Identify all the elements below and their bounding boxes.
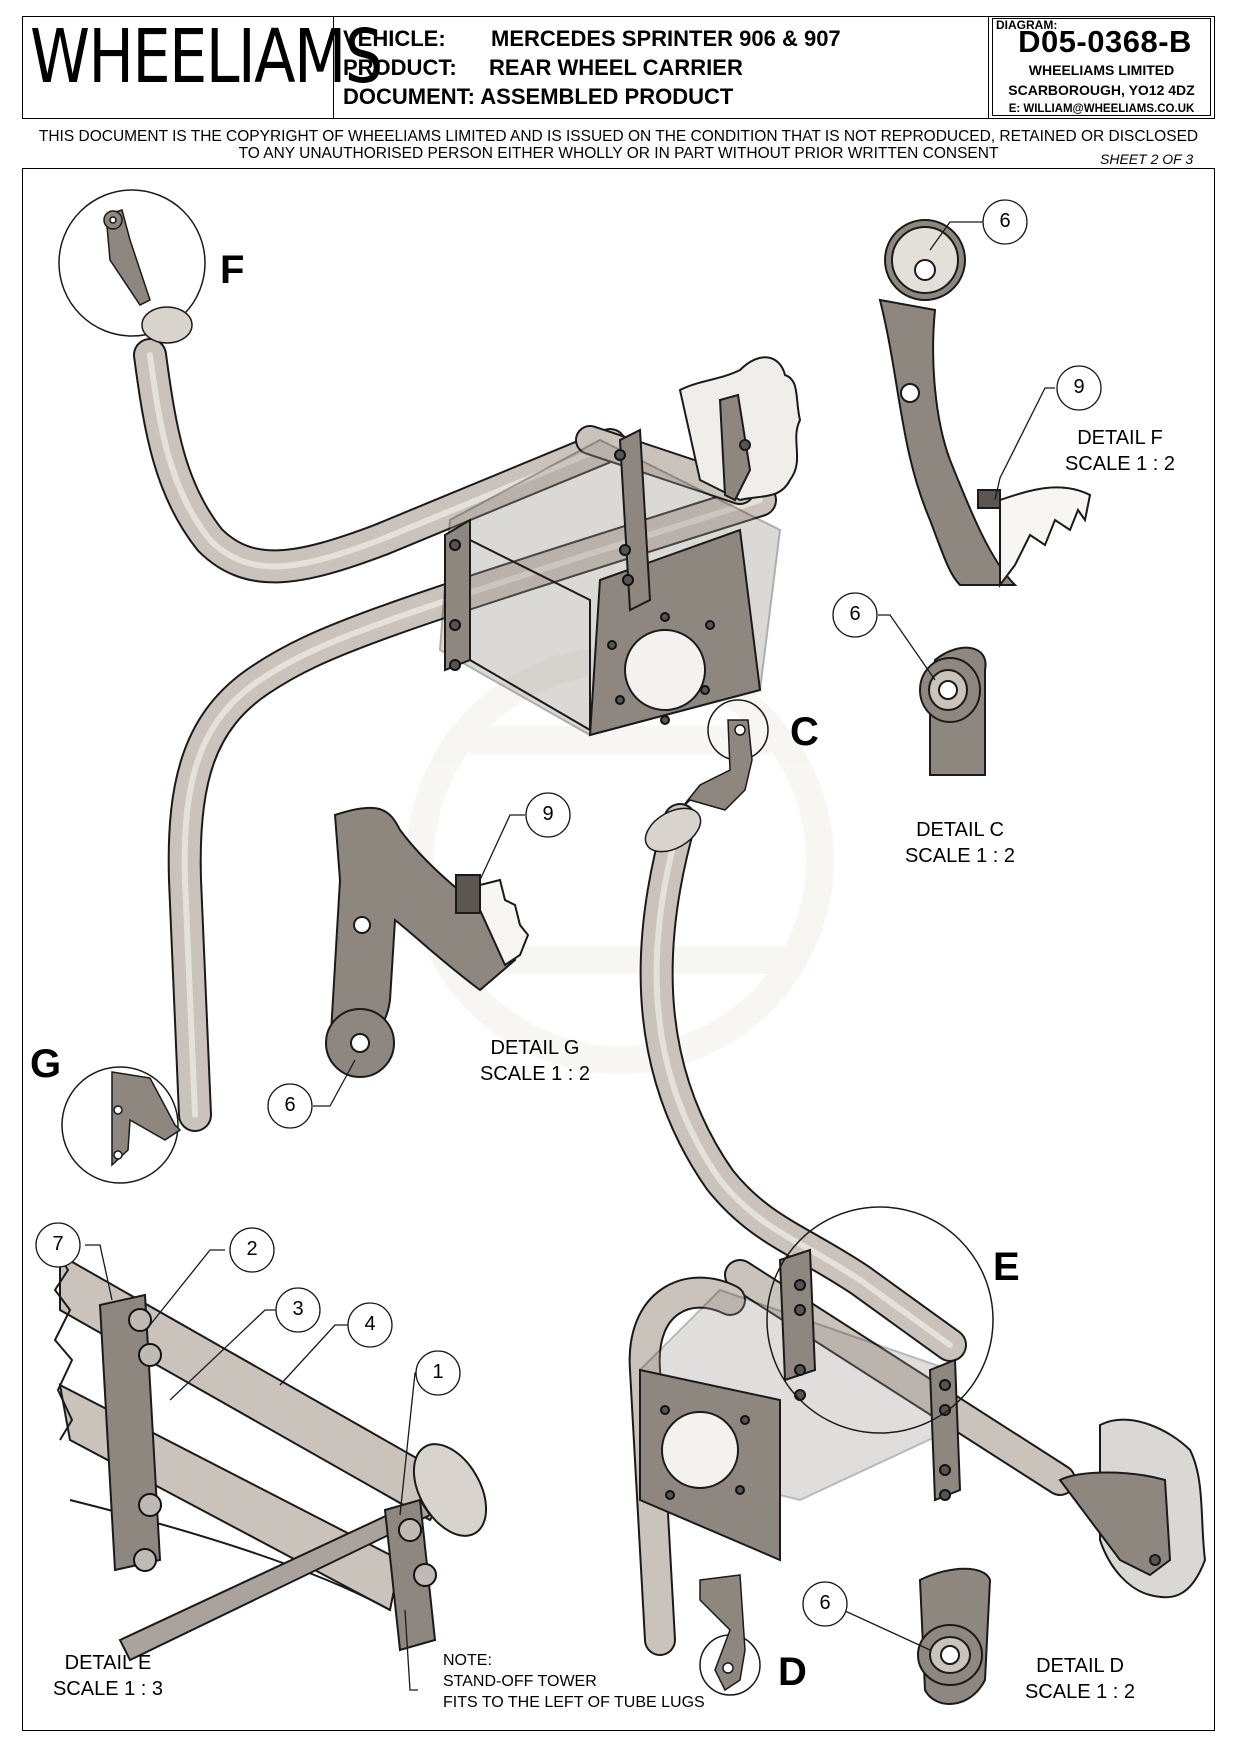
diagram-number: D05-0368-B (1018, 24, 1192, 59)
main-tube-lower (167, 483, 777, 1132)
copyright-line-2: TO ANY UNAUTHORISED PERSON EITHER WHOLLY… (238, 145, 999, 162)
product-row: PRODUCT: REAR WHEEL CARRIER (343, 55, 743, 81)
assembly-note: NOTE: STAND-OFF TOWER FITS TO THE LEFT O… (443, 1650, 705, 1713)
detail-g-label: DETAIL G SCALE 1 : 2 (455, 1035, 615, 1087)
callout-e-4: 4 (364, 1313, 376, 1335)
callout-d-washer: 6 (819, 1592, 831, 1614)
detail-c-label: DETAIL C SCALE 1 : 2 (880, 817, 1040, 869)
detail-g-drawing (325, 806, 530, 1078)
vehicle-panel-upper (678, 356, 802, 502)
callout-e-1: 1 (432, 1361, 444, 1383)
callout-e7-circle (35, 1222, 81, 1268)
callout-e-7: 7 (52, 1233, 64, 1255)
document-label: DOCUMENT: (343, 84, 475, 109)
title-block (22, 16, 1215, 119)
note-title: NOTE: (443, 1652, 492, 1669)
callout-d-washer-circle (802, 1581, 848, 1627)
callout-e-2: 2 (246, 1238, 258, 1260)
view-letter-f: F (220, 248, 245, 292)
callout-f-tab: 9 (1073, 376, 1085, 398)
detail-e-label: DETAIL E SCALE 1 : 3 (28, 1650, 188, 1702)
company-address: SCARBOROUGH, YO12 4DZ (1008, 82, 1195, 98)
detail-e-title: DETAIL E (64, 1652, 152, 1674)
callout-e-3: 3 (292, 1298, 304, 1320)
note-line-1: STAND-OFF TOWER (443, 1673, 597, 1690)
callout-e4-circle (347, 1302, 393, 1348)
sheet-number: SHEET 2 OF 3 (1100, 151, 1194, 167)
product-value: REAR WHEEL CARRIER (489, 55, 743, 80)
rear-tube (639, 803, 967, 1362)
detail-c-marker (679, 699, 769, 811)
diagram-label: DIAGRAM: (996, 18, 1058, 32)
diagram-inner-border (992, 18, 1211, 116)
detail-f-drawing (878, 219, 1092, 588)
document-value: ASSEMBLED PRODUCT (480, 84, 734, 109)
callout-f-tab-circle (1056, 365, 1102, 411)
document-row: DOCUMENT: ASSEMBLED PRODUCT (343, 84, 733, 110)
callout-e1-circle (415, 1350, 461, 1396)
callout-g-washer: 6 (284, 1094, 296, 1116)
view-letter-e: E (993, 1245, 1020, 1289)
wheel-mount-bracket-upper (438, 428, 782, 737)
detail-f-title: DETAIL F (1077, 427, 1163, 449)
detail-d-title: DETAIL D (1036, 1655, 1124, 1677)
callout-g-tab-circle (525, 792, 571, 838)
detail-d-marker (699, 1574, 761, 1696)
company-name: WHEELIAMS LIMITED (1028, 62, 1175, 78)
main-tube-upper (133, 338, 627, 584)
vehicle-label: VEHICLE: (343, 26, 446, 51)
callout-e3-circle (275, 1287, 321, 1333)
detail-f-marker (58, 189, 206, 344)
callout-g-washer-circle (267, 1083, 313, 1129)
detail-c-title: DETAIL C (916, 819, 1004, 841)
detail-e-marker (766, 1206, 994, 1434)
copyright-notice: THIS DOCUMENT IS THE COPYRIGHT OF WHEELI… (22, 128, 1215, 162)
logo-box (22, 16, 334, 119)
view-letter-c: C (790, 710, 819, 754)
note-line-2: FITS TO THE LEFT OF TUBE LUGS (443, 1694, 705, 1711)
vehicle-value: MERCEDES SPRINTER 906 & 907 (491, 26, 841, 51)
callout-g-tab: 9 (542, 803, 554, 825)
callout-c-washer-circle (832, 592, 878, 638)
callout-e2-circle (229, 1227, 275, 1273)
detail-c-scale: SCALE 1 : 2 (904, 845, 1016, 867)
detail-d-drawing (917, 1567, 992, 1705)
detail-d-scale: SCALE 1 : 2 (1024, 1681, 1136, 1703)
callout-f-washer: 6 (999, 210, 1011, 232)
detail-g-title: DETAIL G (490, 1037, 580, 1059)
view-letter-g: G (30, 1042, 62, 1086)
stand-off-tower-tube (628, 1276, 746, 1656)
drawing-frame (22, 168, 1215, 1731)
detail-g-marker (61, 1066, 182, 1184)
detail-f-scale: SCALE 1 : 2 (1064, 453, 1176, 475)
company-logo: WHEELIAMS (30, 14, 383, 100)
detail-g-scale: SCALE 1 : 2 (479, 1063, 591, 1085)
diagram-box (988, 16, 1215, 119)
tube-end-cap (644, 807, 702, 853)
vehicle-row: VEHICLE: MERCEDES SPRINTER 906 & 907 (343, 26, 841, 52)
detail-c-drawing (919, 646, 987, 776)
detail-f-label: DETAIL F SCALE 1 : 2 (1040, 425, 1200, 477)
callout-c-washer: 6 (849, 603, 861, 625)
callout-balloons (35, 199, 1102, 1627)
detail-e-scale: SCALE 1 : 3 (52, 1678, 164, 1700)
callout-f-washer-circle (982, 199, 1028, 245)
detail-e-drawing (53, 1249, 488, 1662)
product-label: PRODUCT: (343, 55, 457, 80)
company-email: E: WILLIAM@WHEELIAMS.CO.UK (1008, 103, 1195, 115)
copyright-line-1: THIS DOCUMENT IS THE COPYRIGHT OF WHEELI… (38, 128, 1199, 145)
detail-d-label: DETAIL D SCALE 1 : 2 (1000, 1653, 1160, 1705)
vehicle-panel-lower (1058, 1418, 1207, 1599)
view-letter-d: D (778, 1650, 807, 1694)
